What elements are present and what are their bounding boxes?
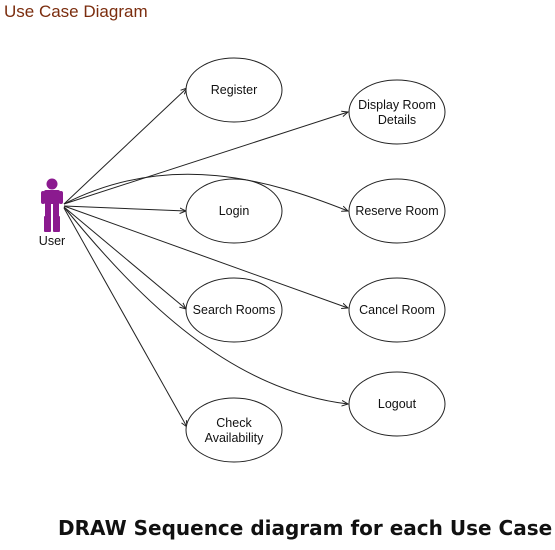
use-case-logout: Logout — [348, 371, 446, 437]
association-reserve-room — [63, 173, 348, 211]
use-case-display-room-details: Display Room Details — [348, 79, 446, 145]
user-actor: User — [39, 178, 65, 248]
use-case-label: Register — [211, 83, 258, 97]
use-case-label: Cancel Room — [359, 303, 435, 317]
use-case-reserve-room: Reserve Room — [348, 178, 446, 244]
association-cancel-room — [63, 205, 348, 308]
footer-instruction: DRAW Sequence diagram for each Use Case — [58, 516, 553, 540]
use-case-register: Register — [185, 57, 283, 123]
association-check-availability — [63, 207, 187, 427]
use-case-cancel-room: Cancel Room — [348, 277, 446, 343]
use-case-label: Check — [216, 416, 252, 430]
use-case-search-rooms: Search Rooms — [185, 277, 283, 343]
use-case-login: Login — [185, 178, 283, 244]
association-register — [63, 88, 187, 205]
association-login — [63, 205, 186, 211]
use-case-label: Details — [378, 113, 416, 127]
use-case-label: Reserve Room — [355, 204, 438, 218]
association-search-rooms — [63, 206, 186, 309]
use-case-label: Display Room — [358, 98, 436, 112]
use-case-check-availability: Check Availability — [185, 397, 283, 463]
use-case-label: Availability — [205, 431, 265, 445]
association-display-room-details — [63, 112, 348, 205]
associations — [63, 88, 348, 427]
association-logout — [63, 206, 348, 404]
use-case-label: Logout — [378, 397, 417, 411]
use-case-label: Search Rooms — [193, 303, 276, 317]
actor-label: User — [39, 234, 65, 248]
use-case-label: Login — [219, 204, 250, 218]
page-title: Use Case Diagram — [4, 2, 148, 21]
actor-figure-icon — [41, 178, 63, 232]
